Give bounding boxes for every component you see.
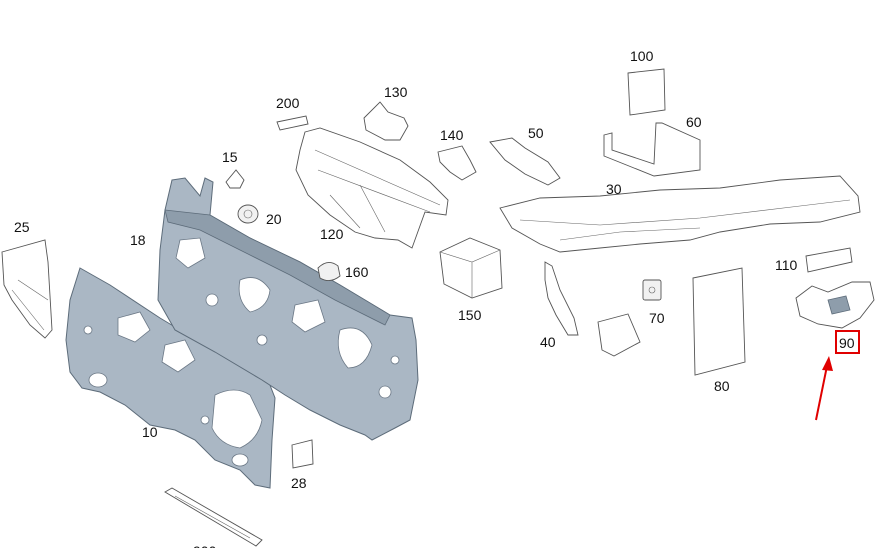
part-28-pad[interactable]: [291, 439, 314, 469]
label-25: 25: [14, 219, 30, 235]
part-200-pad[interactable]: [276, 115, 309, 131]
part-30-long-mat[interactable]: [499, 175, 861, 253]
label-100: 100: [630, 48, 654, 64]
part-120-insulation-mat[interactable]: [295, 127, 449, 249]
label-40: 40: [540, 334, 556, 350]
highlight-box: [835, 330, 860, 354]
label-150: 150: [458, 307, 482, 323]
part-130-bracket[interactable]: [363, 101, 409, 141]
label-20: 20: [266, 211, 282, 227]
part-160-plug[interactable]: [317, 262, 341, 281]
part-80-panel[interactable]: [692, 267, 746, 376]
part-50-bracket[interactable]: [489, 137, 561, 186]
part-40-bracket[interactable]: [544, 261, 579, 336]
label-130: 130: [384, 84, 408, 100]
part-15-clip[interactable]: [225, 169, 245, 189]
part-150-block[interactable]: [439, 237, 503, 299]
label-60: 60: [686, 114, 702, 130]
label-15: 15: [222, 149, 238, 165]
part-25-pad[interactable]: [1, 239, 53, 339]
part-18-bulkhead[interactable]: [157, 177, 419, 441]
part-block-unlabeled[interactable]: [597, 313, 641, 357]
label-90[interactable]: 90: [839, 335, 855, 351]
part-90-target[interactable]: [795, 281, 875, 329]
label-80: 80: [714, 378, 730, 394]
label-28: 28: [291, 475, 307, 491]
label-70: 70: [649, 310, 665, 326]
label-50: 50: [528, 125, 544, 141]
label-110: 110: [775, 257, 798, 273]
label-18: 18: [130, 232, 146, 248]
label-200: 200: [276, 95, 300, 111]
part-100-pad[interactable]: [627, 68, 666, 116]
label-10: 10: [142, 424, 158, 440]
label-140: 140: [440, 127, 464, 143]
part-60-pad[interactable]: [603, 122, 701, 177]
label-120: 120: [320, 226, 344, 242]
label-160: 160: [345, 264, 369, 280]
part-20-grommet[interactable]: [237, 204, 259, 224]
part-140-bracket[interactable]: [437, 145, 477, 181]
highlight-arrow: [815, 356, 833, 421]
part-110-strip[interactable]: [805, 247, 853, 273]
part-bottom-strip[interactable]: [164, 487, 263, 547]
part-10-firewall-panel[interactable]: [65, 267, 276, 489]
part-70-cap[interactable]: [642, 279, 662, 301]
label-bottom: 900: [193, 543, 217, 548]
label-30: 30: [606, 181, 622, 197]
